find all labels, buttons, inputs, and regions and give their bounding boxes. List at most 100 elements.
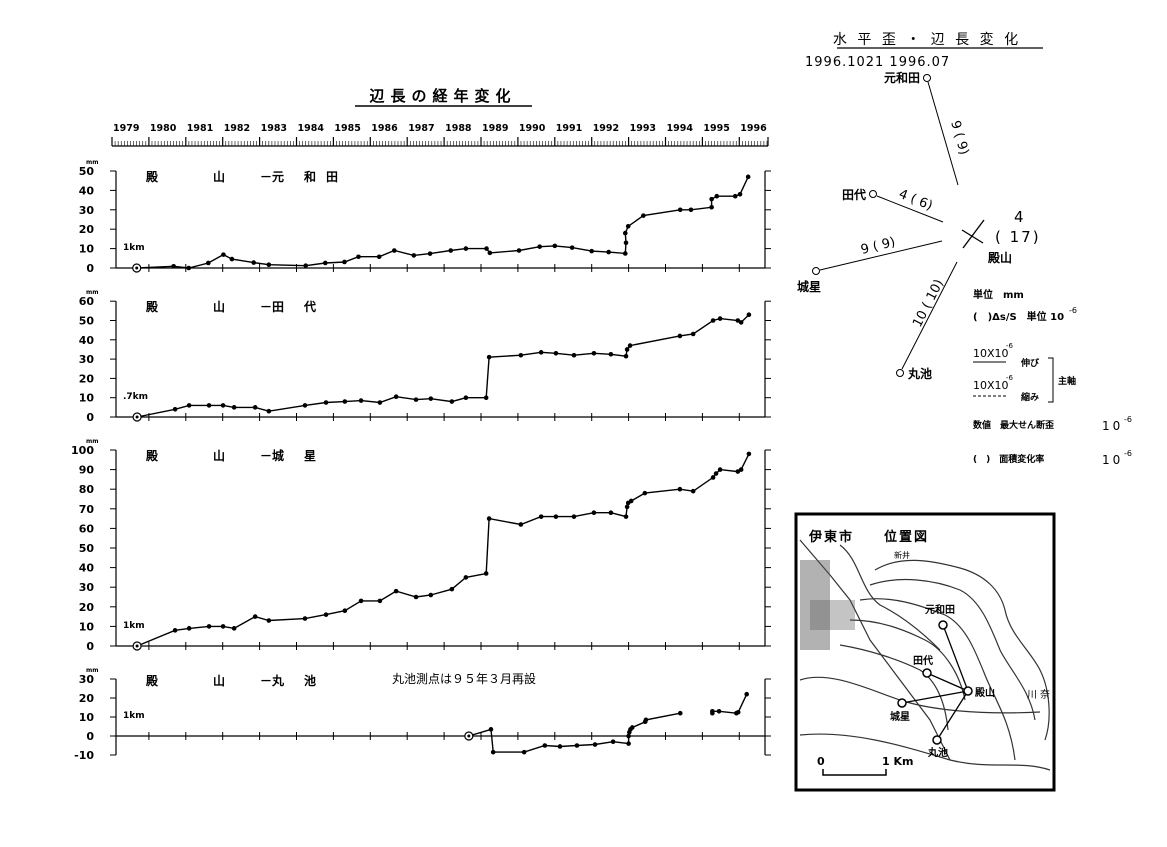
data-point — [542, 743, 548, 748]
y-tick-label: 70 — [79, 503, 95, 516]
data-point — [376, 254, 382, 260]
data-point — [717, 467, 723, 472]
station-tonoyama-label: 殿山 — [987, 250, 1012, 265]
y-tick-label: 20 — [79, 601, 95, 614]
data-point — [186, 265, 192, 271]
y-tick-label: 30 — [79, 581, 95, 594]
y-tick-label: 30 — [79, 353, 95, 366]
scale-one: 1 Km — [882, 755, 913, 768]
legend-axis-label: 主軸 — [1058, 375, 1076, 387]
data-point — [745, 174, 751, 180]
data-point — [735, 709, 741, 715]
panel-title-part: 池 — [304, 673, 316, 688]
panel-2: 0102030405060mm.7km殿山－田代 — [79, 289, 771, 424]
map-frame — [794, 512, 1056, 792]
unit-label: mm — [86, 159, 99, 166]
data-point — [677, 207, 683, 213]
data-point — [342, 608, 348, 614]
y-tick-label: 50 — [79, 315, 95, 328]
data-point — [592, 742, 598, 747]
data-point — [746, 451, 752, 457]
station-maruike-marker — [896, 369, 904, 377]
station-motowada-marker — [923, 74, 931, 82]
data-point — [626, 741, 631, 746]
data-point — [623, 353, 629, 359]
panel-title-part: －元 — [260, 170, 284, 184]
data-point — [623, 240, 629, 246]
data-point — [427, 251, 433, 256]
scale-bar-bg — [812, 748, 892, 778]
year-label: 1992 — [593, 123, 619, 134]
data-point — [391, 248, 397, 253]
data-point — [490, 749, 496, 755]
data-point — [448, 248, 454, 253]
data-point — [172, 628, 178, 633]
data-point — [714, 193, 720, 199]
data-point — [591, 510, 597, 516]
y-tick-label: 10 — [79, 392, 95, 405]
data-point — [428, 396, 434, 401]
data-point — [610, 739, 616, 744]
year-label: 1984 — [298, 123, 325, 134]
year-label: 1996 — [740, 123, 767, 134]
legend-bracket — [1048, 357, 1054, 403]
y-tick-label: 0 — [86, 262, 94, 275]
y-tick-label: 50 — [79, 542, 95, 555]
data-point — [677, 333, 683, 339]
y-tick-label: 40 — [79, 562, 95, 575]
data-point — [677, 486, 683, 492]
principal-axis-extension — [962, 219, 985, 249]
data-point — [557, 744, 563, 749]
panel-title-part: －田 — [260, 300, 284, 314]
data-point — [463, 246, 469, 251]
data-point — [571, 352, 577, 358]
panel-title-part: 山 — [213, 169, 225, 184]
data-point — [483, 571, 489, 576]
data-point — [487, 250, 493, 256]
legend-area: ( ) 面積変化率 — [973, 453, 1044, 465]
station-jousei-marker — [812, 267, 820, 275]
year-label: 1987 — [408, 123, 434, 134]
map-label-tashiro: 田代 — [913, 654, 933, 667]
data-point — [342, 259, 347, 265]
data-point — [571, 514, 577, 519]
y-tick-label: 50 — [79, 165, 95, 178]
panel-title-part: 殿 — [145, 169, 159, 184]
data-point — [538, 514, 544, 519]
data-point — [393, 588, 399, 594]
reference-point-center — [467, 734, 471, 738]
data-point — [449, 586, 455, 592]
max-shear-value: 4 — [1014, 208, 1024, 226]
data-point — [744, 691, 749, 697]
data-point — [252, 614, 258, 619]
data-point — [710, 709, 715, 714]
y-tick-label: 80 — [79, 483, 95, 496]
legend-ratio-exp: -6 — [1069, 306, 1077, 315]
panel-title-part: 山 — [213, 299, 225, 314]
panel-title-part: －城 — [260, 448, 284, 463]
year-label: 1995 — [703, 123, 729, 134]
baseline-jousei-value: 9 ( 9) — [859, 235, 897, 258]
panel-4: -100102030mm1km殿山－丸池丸池測点は９５年３月再設 — [74, 667, 771, 762]
data-point — [623, 514, 629, 519]
y-tick-label: 60 — [79, 295, 95, 308]
data-point — [574, 743, 580, 748]
data-point — [735, 469, 741, 474]
legend-unit: 単位 mm — [973, 288, 1024, 301]
location-map: 伊東市 位置図 元和田 田代 殿山 城星 丸池 川奈 新井 0 1 Km — [794, 512, 1056, 792]
data-point — [626, 733, 631, 739]
legend-ext-exp: -6 — [1006, 342, 1014, 350]
data-point — [449, 399, 455, 404]
data-point — [716, 709, 722, 714]
baseline-length-label: 1km — [123, 711, 145, 721]
data-point — [732, 193, 738, 199]
baseline-length-label: 1km — [123, 621, 145, 631]
panel-title-part: 星 — [304, 449, 316, 463]
y-tick-label: 10 — [79, 711, 95, 724]
data-point — [518, 522, 524, 527]
station-motowada-label: 元和田 — [884, 70, 920, 85]
legend-ext-label: 伸び — [1020, 357, 1040, 369]
data-point — [688, 207, 694, 213]
baseline-maruike — [901, 261, 958, 370]
baseline-jousei — [819, 240, 943, 271]
